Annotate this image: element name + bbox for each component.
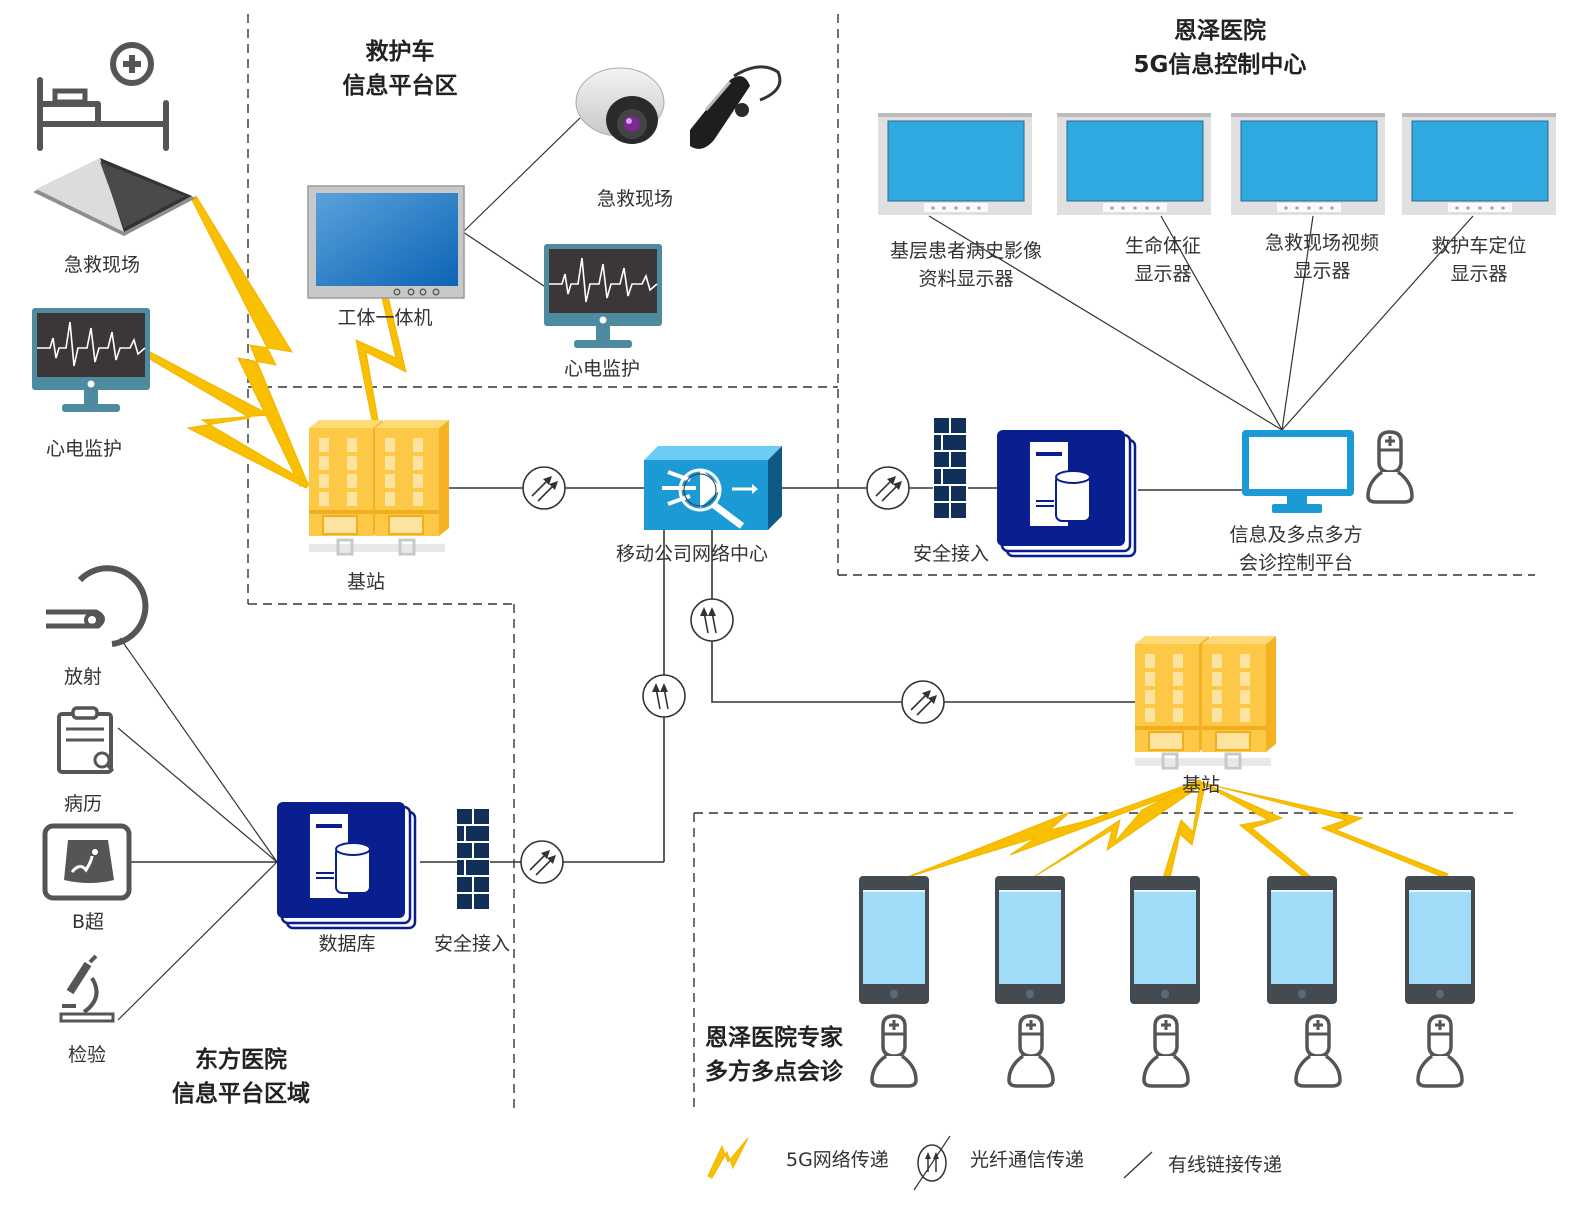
display-label: 急救现场视频 <box>1265 232 1379 254</box>
ecg-ambulance-label: 心电监护 <box>564 358 640 380</box>
radiology-label: 放射 <box>64 666 102 688</box>
lightning-icon <box>191 195 309 487</box>
tablet-icon <box>33 158 196 236</box>
dongfang-zone-title-2: 信息平台区域 <box>172 1080 310 1107</box>
fiber-optic-icon <box>690 598 734 642</box>
lab-test-label: 检验 <box>68 1044 106 1066</box>
scene-left-label: 急救现场 <box>64 254 140 276</box>
smartphone-icon <box>1405 876 1475 1004</box>
doctor-icon <box>1142 1014 1190 1088</box>
base-station-icon <box>308 419 450 556</box>
control-platform-label-2: 会诊控制平台 <box>1239 552 1353 574</box>
database-server-icon <box>995 428 1137 558</box>
display-monitor-icon <box>877 112 1033 216</box>
ultrasound-label: B超 <box>72 911 104 933</box>
doctor-icon <box>870 1014 918 1088</box>
fiber-optic-icon <box>522 466 566 510</box>
lightning-icon <box>1199 781 1449 879</box>
ecg-monitor-icon <box>543 243 663 349</box>
workstation-icon <box>307 185 465 299</box>
smartphone-icon <box>995 876 1065 1004</box>
enze-center-title-2: 5G信息控制中心 <box>1134 51 1307 78</box>
secure-access-bottom-label: 安全接入 <box>434 933 510 955</box>
display-label: 生命体征 <box>1125 235 1201 257</box>
lightning-icon <box>904 779 1201 879</box>
fiber-optic-icon <box>520 840 564 884</box>
display-label: 显示器 <box>1134 263 1191 285</box>
doctor-icon <box>1294 1014 1342 1088</box>
legend-label: 5G网络传递 <box>786 1149 889 1171</box>
network-center-icon <box>644 446 782 530</box>
fiber-optic-icon <box>866 466 910 510</box>
base-station-icon <box>1134 635 1277 770</box>
database-label: 数据库 <box>318 933 375 955</box>
display-label: 基层患者病史影像 <box>890 240 1042 262</box>
display-label: 显示器 <box>1450 263 1507 285</box>
radiology-icon <box>46 565 149 647</box>
doctor-icon <box>1007 1014 1055 1088</box>
legend-label: 光纤通信传递 <box>970 1149 1084 1171</box>
fiber-optic-icon <box>901 680 945 724</box>
fiber-optic-icon <box>913 1135 951 1191</box>
wired-line-icon <box>1123 1151 1153 1179</box>
doctor-icon <box>1366 430 1414 504</box>
5g-links <box>147 195 1449 879</box>
display-monitor-icon <box>1401 112 1557 216</box>
bluetooth-headset-icon <box>690 65 782 149</box>
smartphone-icon <box>1267 876 1337 1004</box>
hospital-bed-icon <box>37 42 169 151</box>
base-station-1-label: 基站 <box>347 571 385 593</box>
network-center-label: 移动公司网络中心 <box>616 543 768 565</box>
base-station-2-label: 基站 <box>1182 774 1220 796</box>
medical-record-label: 病历 <box>64 793 102 815</box>
wired-links <box>117 117 1474 1021</box>
workstation-label: 工体一体机 <box>337 307 432 329</box>
experts-zone-title-2: 多方多点会诊 <box>705 1058 844 1085</box>
smartphone-icon <box>1130 876 1200 1004</box>
legend: 5G网络传递 光纤通信传递 有线链接传递 <box>707 1135 1282 1191</box>
expert-terminals <box>859 876 1475 1088</box>
legend-label: 有线链接传递 <box>1168 1154 1282 1176</box>
firewall-icon <box>457 809 489 909</box>
display-label: 显示器 <box>1293 260 1350 282</box>
medical-record-icon <box>57 706 115 774</box>
secure-access-top-label: 安全接入 <box>913 543 989 565</box>
experts-zone-title-1: 恩泽医院专家 <box>705 1024 843 1051</box>
microscope-icon <box>59 954 115 1023</box>
lightning-icon <box>147 351 311 489</box>
firewall-icon <box>934 418 966 518</box>
display-monitor-icon <box>1056 112 1212 216</box>
enze-center-title-1: 恩泽医院 <box>1174 17 1266 44</box>
lightning-icon <box>707 1137 749 1179</box>
scene-camera-label: 急救现场 <box>597 188 673 210</box>
control-platform-monitor-icon <box>1242 430 1354 513</box>
database-server-icon <box>275 800 417 930</box>
display-label: 资料显示器 <box>918 268 1013 290</box>
ecg-monitor-icon <box>31 307 151 413</box>
ecg-left-label: 心电监护 <box>46 438 122 460</box>
display-monitor-icon <box>1230 112 1386 216</box>
display-label: 救护车定位 <box>1431 235 1526 257</box>
doctor-icon <box>1416 1014 1464 1088</box>
ambulance-zone-title-1: 救护车 <box>366 38 435 65</box>
control-platform-label-1: 信息及多点多方 <box>1229 524 1362 546</box>
dongfang-zone-title-1: 东方医院 <box>195 1046 287 1073</box>
ambulance-zone-title-2: 信息平台区 <box>343 72 458 99</box>
fiber-optic-icon <box>642 674 686 718</box>
smartphone-icon <box>859 876 929 1004</box>
ultrasound-icon <box>42 823 132 901</box>
dome-camera-icon <box>575 67 665 144</box>
zone-borders <box>247 14 1535 1108</box>
